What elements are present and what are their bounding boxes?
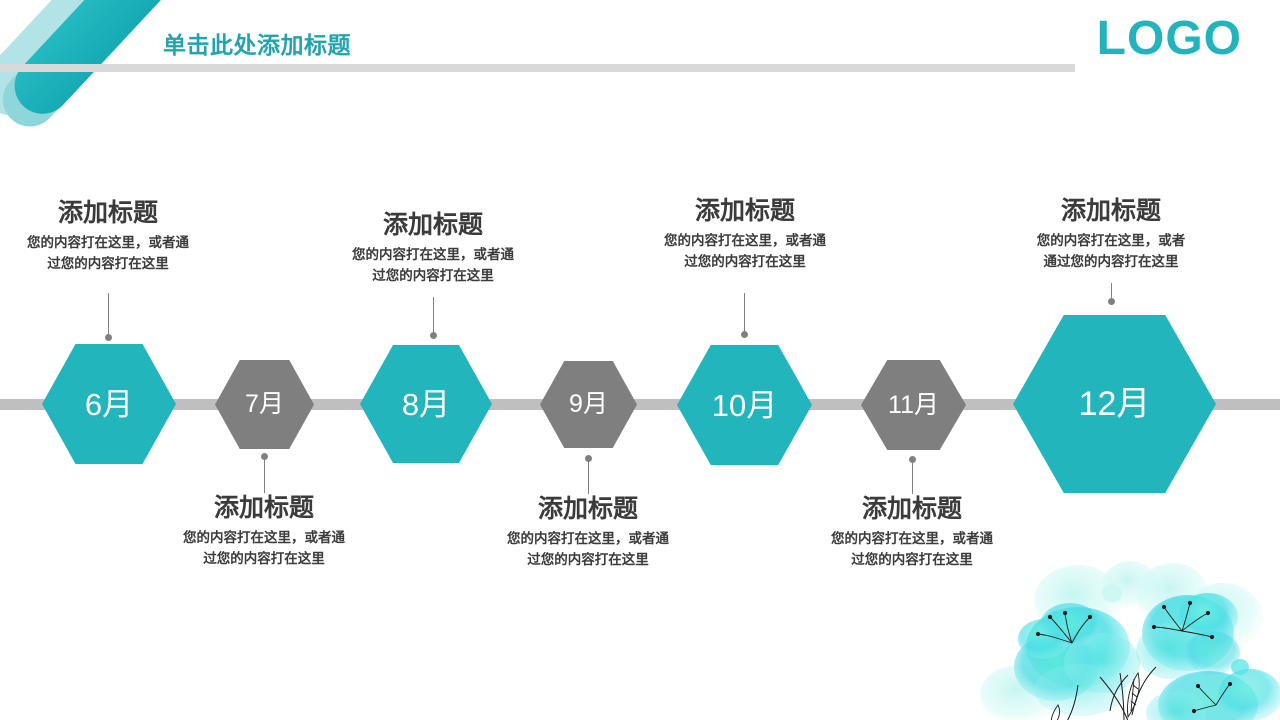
timeline-body-10: 您的内容打在这里，或者通 过您的内容打在这里	[637, 231, 853, 273]
timeline-body-6: 您的内容打在这里，或者通 过您的内容打在这里	[0, 233, 216, 275]
timeline-body-8: 您的内容打在这里，或者通 过您的内容打在这里	[325, 245, 541, 287]
flower-pale-blobs	[980, 561, 1263, 720]
timeline-connector-dot-12	[1108, 298, 1115, 305]
timeline-connector-dot-6	[105, 334, 112, 341]
timeline-connector-7	[264, 458, 265, 493]
header-divider	[0, 64, 1075, 72]
timeline-hexagon-9[interactable]: 9月	[540, 361, 637, 448]
timeline-title-9: 添加标题	[537, 495, 638, 523]
page-title: 单击此处添加标题	[163, 32, 351, 58]
timeline-hexagon-12[interactable]: 12月	[1013, 315, 1216, 493]
timeline-hexagon-8[interactable]: 8月	[360, 345, 492, 463]
watercolor-flower-decoration	[960, 555, 1280, 720]
timeline-hexagon-label-12: 12月	[1078, 385, 1151, 423]
flower-svg	[980, 561, 1280, 720]
timeline-connector-6	[108, 293, 109, 337]
timeline-hexagon-6[interactable]: 6月	[42, 344, 176, 464]
timeline-body-line: 您的内容打在这里，或者通	[507, 531, 669, 546]
timeline-connector-dot-7	[261, 453, 268, 460]
timeline-body-line: 过您的内容打在这里	[527, 551, 649, 567]
flower-stamens	[1037, 602, 1231, 712]
timeline-textblock-9: 添加标题 您的内容打在这里，或者通 过您的内容打在这里	[480, 494, 696, 571]
timeline-connector-10	[744, 293, 745, 334]
timeline-body-line: 您的内容打在这里，或者通	[352, 247, 514, 262]
timeline-connector-dot-9	[585, 455, 592, 462]
timeline-connector-dot-11	[909, 456, 916, 463]
timeline-hexagon-10[interactable]: 10月	[677, 345, 812, 465]
decorative-bar-front	[3, 0, 190, 126]
timeline-title-8: 添加标题	[382, 211, 483, 239]
flower-stamen-tips	[1035, 600, 1233, 714]
timeline-connector-dot-10	[741, 331, 748, 338]
timeline-body-line: 通过您的内容打在这里	[1043, 253, 1179, 269]
flower-bottom-bloom	[1146, 669, 1280, 720]
timeline-textblock-7: 添加标题 您的内容打在这里，或者通 过您的内容打在这里	[156, 493, 372, 570]
timeline-title-11: 添加标题	[861, 495, 962, 523]
timeline-axis-bar	[0, 399, 1280, 410]
slide-header: 单击此处添加标题 LOGO	[0, 0, 1280, 138]
header-decoration-bars	[0, 0, 190, 150]
timeline-hexagon-11[interactable]: 11月	[861, 360, 966, 450]
timeline-body-line: 过您的内容打在这里	[372, 267, 494, 283]
timeline-title-7: 添加标题	[213, 494, 314, 522]
timeline-body-12: 您的内容打在这里，或者 通过您的内容打在这里	[1006, 231, 1216, 273]
timeline-hexagon-label-8: 8月	[401, 386, 451, 422]
timeline-body-line: 过您的内容打在这里	[851, 551, 973, 567]
timeline-body-line: 过您的内容打在这里	[203, 550, 325, 566]
timeline-connector-8	[433, 297, 434, 335]
timeline-body-line: 您的内容打在这里，或者	[1036, 233, 1186, 248]
timeline-body-7: 您的内容打在这里，或者通 过您的内容打在这里	[156, 528, 372, 570]
timeline-body-line: 您的内容打在这里，或者通	[831, 531, 993, 546]
timeline-textblock-6: 添加标题 您的内容打在这里，或者通 过您的内容打在这里	[0, 198, 216, 275]
timeline-title-10: 添加标题	[694, 197, 795, 225]
timeline-body-line: 您的内容打在这里，或者通	[664, 233, 826, 248]
flower-right-bloom	[1136, 593, 1249, 679]
timeline-connector-12	[1111, 283, 1112, 301]
timeline-textblock-11: 添加标题 您的内容打在这里，或者通 过您的内容打在这里	[804, 494, 1020, 571]
flower-stems	[1067, 666, 1157, 720]
timeline-hexagon-label-6: 6月	[84, 386, 134, 422]
timeline-title-12: 添加标题	[1060, 197, 1161, 225]
timeline-textblock-12: 添加标题 您的内容打在这里，或者 通过您的内容打在这里	[1006, 196, 1216, 273]
timeline-connector-dot-8	[430, 332, 437, 339]
timeline-connector-9	[588, 460, 589, 494]
timeline-hexagon-label-7: 7月	[245, 390, 284, 418]
logo: LOGO	[1096, 12, 1242, 65]
timeline-hexagon-label-9: 9月	[569, 390, 608, 418]
flower-left-bloom	[1014, 603, 1140, 716]
timeline-hexagon-label-11: 11月	[888, 390, 939, 419]
timeline-connector-11	[912, 461, 913, 494]
timeline-textblock-10: 添加标题 您的内容打在这里，或者通 过您的内容打在这里	[637, 196, 853, 273]
timeline-body-line: 过您的内容打在这里	[47, 255, 169, 271]
timeline-textblock-8: 添加标题 您的内容打在这里，或者通 过您的内容打在这里	[325, 210, 541, 287]
timeline-body-line: 您的内容打在这里，或者通	[183, 530, 345, 545]
timeline-body-11: 您的内容打在这里，或者通 过您的内容打在这里	[804, 529, 1020, 571]
flower-leaf	[1050, 671, 1140, 720]
timeline-body-9: 您的内容打在这里，或者通 过您的内容打在这里	[480, 529, 696, 571]
timeline-title-6: 添加标题	[57, 199, 158, 227]
timeline-hexagon-7[interactable]: 7月	[215, 360, 314, 449]
timeline-hexagon-label-10: 10月	[711, 387, 778, 423]
timeline-body-line: 过您的内容打在这里	[684, 253, 806, 269]
timeline-body-line: 您的内容打在这里，或者通	[27, 235, 189, 250]
